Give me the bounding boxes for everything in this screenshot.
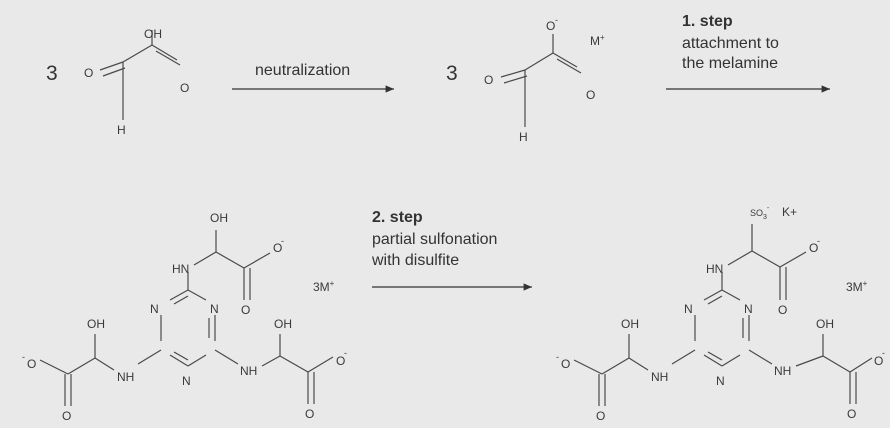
arrow-label-neutralization: neutralization xyxy=(255,62,350,79)
atom-o: O xyxy=(847,407,856,421)
charge-minus: - xyxy=(817,236,820,246)
atom-oh: OH xyxy=(87,317,105,331)
atom-nh: NH xyxy=(651,370,668,384)
atom-h: H xyxy=(117,123,126,137)
atom-o-minus: O xyxy=(336,354,345,368)
atom-o-minus: O xyxy=(809,241,818,255)
coefficient-3-reactant: 3 xyxy=(46,62,58,85)
ring-atom-n: N xyxy=(744,302,753,316)
atom-o: O xyxy=(62,409,71,423)
atom-hn: HN xyxy=(172,262,189,276)
reaction-arrow-neutralization: neutralization xyxy=(232,62,394,93)
atom-h: H xyxy=(519,130,528,144)
atom-o: O xyxy=(596,409,605,423)
group-so3-minus: SO3- xyxy=(750,205,770,221)
charge-minus: - xyxy=(555,15,558,25)
counter-ion-3m-plus: 3M+ xyxy=(313,279,335,294)
ring-atom-n: N xyxy=(182,374,191,388)
atom-o: O xyxy=(180,81,189,95)
melamine-tricarboxylate-molecule: N N N HN OH O - O NH OH O - O NH OH xyxy=(22,211,347,423)
sulfonated-melamine-product-molecule: N N N HN SO3- K+ O - O NH OH O - O NH xyxy=(556,205,885,423)
counter-ion-3m-plus: 3M+ xyxy=(846,279,868,294)
atom-oh: OH xyxy=(274,317,292,331)
atom-nh: NH xyxy=(117,370,134,384)
counter-ion-k-plus: K+ xyxy=(782,205,797,219)
charge-minus: - xyxy=(344,348,347,358)
atom-o: O xyxy=(305,407,314,421)
atom-o-minus: O xyxy=(273,241,282,255)
atom-o-minus: O xyxy=(561,357,570,371)
atom-o: O xyxy=(778,303,787,317)
ring-atom-n: N xyxy=(716,374,725,388)
atom-oh: OH xyxy=(621,317,639,331)
step-1-line-2: the melamine xyxy=(682,55,778,72)
ring-atom-n: N xyxy=(150,302,159,316)
ring-atom-n: N xyxy=(210,302,219,316)
step-2-line-1: partial sulfonation xyxy=(372,231,497,248)
atom-o-minus: O xyxy=(874,354,883,368)
atom-nh: NH xyxy=(774,364,791,378)
counter-ion-m-plus: M+ xyxy=(590,33,605,48)
coefficient-3-salt: 3 xyxy=(446,62,458,85)
atom-o: O xyxy=(586,88,595,102)
step-2-title: 2. step xyxy=(372,209,423,226)
atom-oh: OH xyxy=(210,211,228,225)
atom-o-minus: O xyxy=(546,19,555,33)
atom-o: O xyxy=(241,303,250,317)
glyoxylate-salt-molecule: 3 O - O O H M+ xyxy=(446,15,605,144)
atom-o: O xyxy=(84,66,93,80)
charge-minus: - xyxy=(882,348,885,358)
charge-minus: - xyxy=(22,352,25,362)
atom-hn: HN xyxy=(706,262,723,276)
charge-minus: - xyxy=(556,352,559,362)
ring-atom-n: N xyxy=(684,302,693,316)
charge-minus: - xyxy=(281,236,284,246)
atom-oh: OH xyxy=(144,27,162,41)
step-2-line-2: with disulfite xyxy=(371,252,459,269)
step-1-title: 1. step xyxy=(682,13,733,30)
step-1-line-1: attachment to xyxy=(682,35,779,52)
reaction-arrow-step-1: 1. step attachment to the melamine xyxy=(666,13,830,93)
atom-o-minus: O xyxy=(27,357,36,371)
atom-nh: NH xyxy=(240,364,257,378)
reaction-arrow-step-2: 2. step partial sulfonation with disulfi… xyxy=(371,209,532,291)
atom-o: O xyxy=(484,73,493,87)
glyoxylic-acid-molecule: 3 OH O O H xyxy=(46,27,189,137)
atom-oh: OH xyxy=(816,317,834,331)
